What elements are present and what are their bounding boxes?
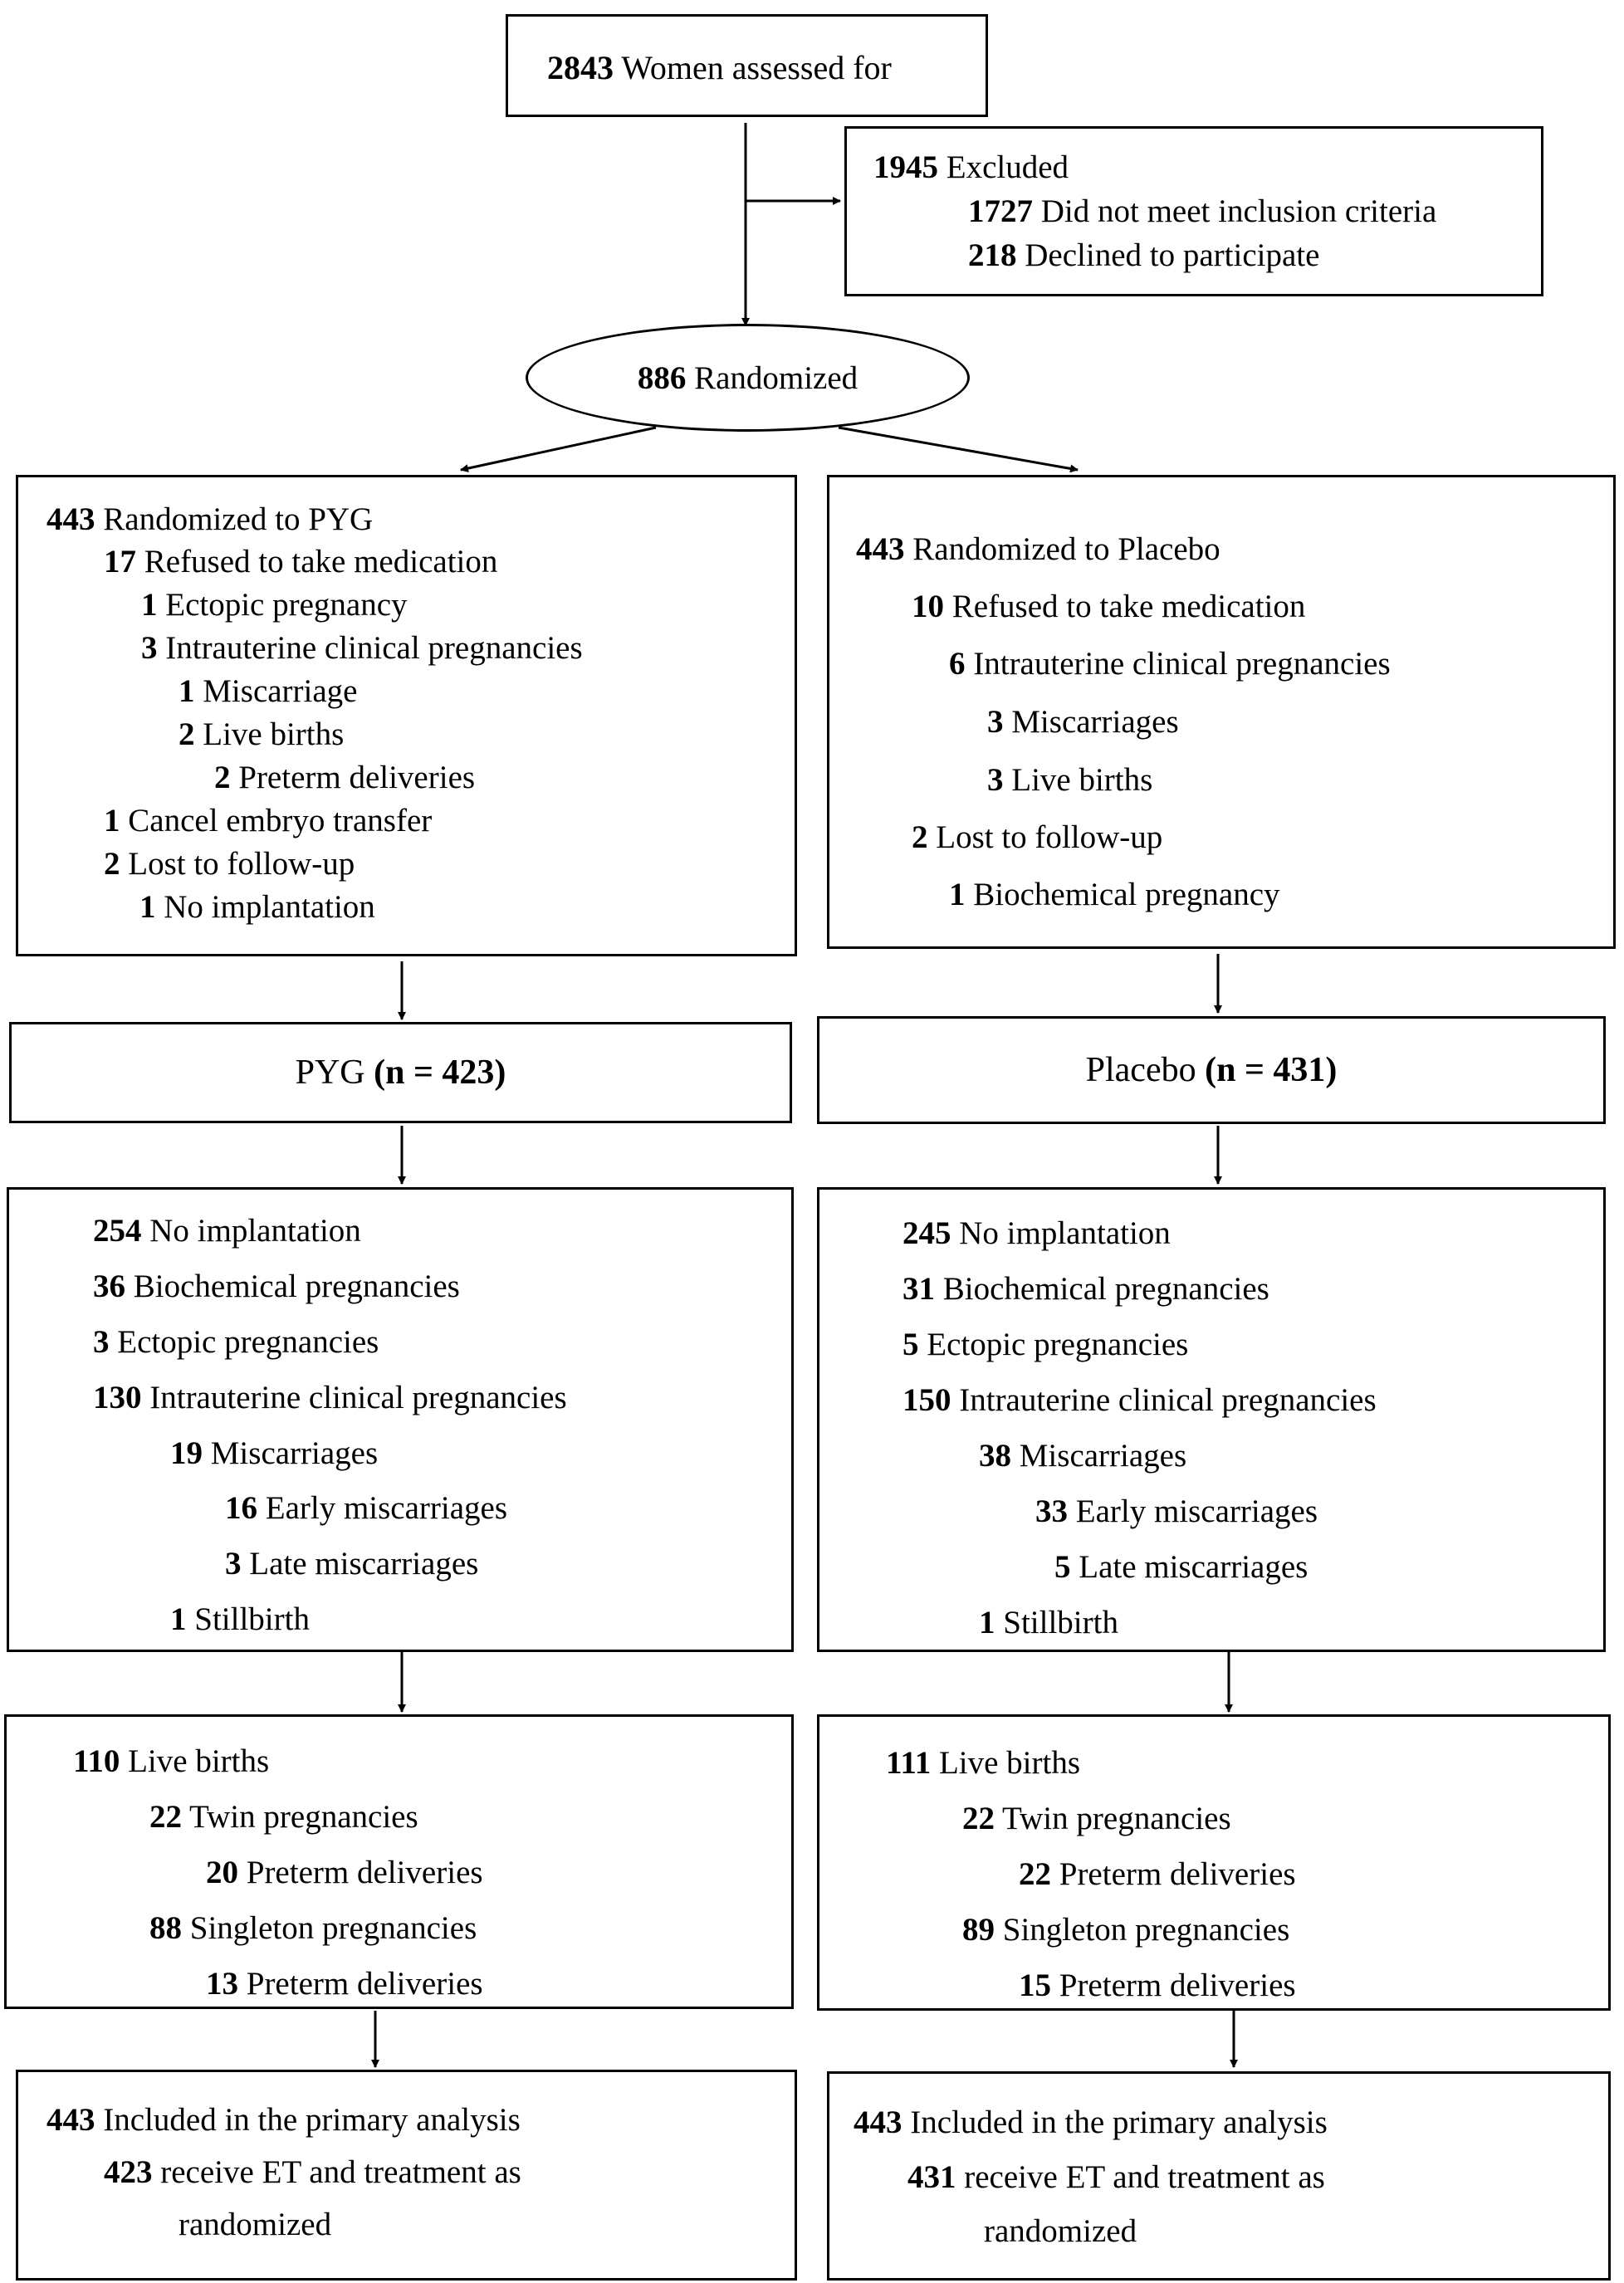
pyg-outcome-line: 36 Biochemical pregnancies [93, 1269, 460, 1304]
pyg-outcome-line: 3 Ectopic pregnancies [93, 1324, 379, 1360]
excluded-item: 1727 Did not meet inclusion criteria [968, 193, 1437, 229]
pyg-analysis-sub-line: 423 receive ET and treatment as [104, 2154, 521, 2190]
placebo-alloc-line: 3 Live births [987, 762, 1153, 798]
pyg-alloc-line: 1 Ectopic pregnancy [141, 587, 408, 623]
pyg-alloc-line: 2 Preterm deliveries [214, 760, 476, 795]
placebo-birth-line: 22 Twin pregnancies [962, 1801, 1231, 1836]
pyg-birth-line: 88 Singleton pregnancies [149, 1910, 477, 1946]
placebo-analysis-sub-line-2: randomized [984, 2213, 1137, 2249]
pyg-births-box: 110 Live births 22 Twin pregnancies 20 P… [4, 1714, 794, 2009]
pyg-analysis-line: 443 Included in the primary analysis [46, 2102, 521, 2138]
pyg-outcome-line: 1 Stillbirth [170, 1601, 310, 1637]
pyg-analysis-box: 443 Included in the primary analysis 423… [16, 2070, 797, 2281]
placebo-outcome-line: 5 Late miscarriages [1054, 1549, 1308, 1585]
pyg-outcome-line: 19 Miscarriages [170, 1435, 379, 1471]
placebo-alloc-line: 443 Randomized to Placebo [856, 531, 1220, 567]
randomized-oval: 886 Randomized [526, 324, 970, 432]
placebo-analysis-box: 443 Included in the primary analysis 431… [827, 2071, 1611, 2281]
pyg-analysis-sub-line-2: randomized [179, 2207, 332, 2242]
pyg-outcome-line: 254 No implantation [93, 1213, 361, 1249]
pyg-alloc-line: 2 Lost to follow-up [104, 846, 355, 882]
placebo-birth-line: 89 Singleton pregnancies [962, 1912, 1290, 1948]
pyg-alloc-line: 1 Cancel embryo transfer [104, 803, 433, 838]
pyg-alloc-line: 443 Randomized to PYG [46, 501, 374, 537]
pyg-outcome-line: 3 Late miscarriages [225, 1546, 479, 1581]
placebo-outcome-line: 245 No implantation [902, 1215, 1171, 1251]
pyg-alloc-line: 17 Refused to take medication [104, 544, 498, 579]
placebo-alloc-line: 1 Biochemical pregnancy [949, 877, 1280, 912]
excluded-item: 218 Declined to participate [968, 237, 1320, 273]
randomized-line: 886 Randomized [637, 359, 858, 396]
pyg-alloc-line: 1 No implantation [139, 889, 375, 925]
arrow-randomized-to-placebo [838, 426, 1079, 473]
pyg-alloc-line: 3 Intrauterine clinical pregnancies [141, 630, 583, 666]
placebo-outcomes-box: 245 No implantation 31 Biochemical pregn… [817, 1187, 1606, 1652]
placebo-group-label: Placebo (n = 431) [1085, 1051, 1338, 1089]
excluded-box: 1945 Excluded 1727 Did not meet inclusio… [844, 126, 1543, 296]
placebo-outcome-line: 31 Biochemical pregnancies [902, 1271, 1269, 1307]
placebo-alloc-line: 6 Intrauterine clinical pregnancies [949, 646, 1391, 682]
placebo-allocation-box: 443 Randomized to Placebo 10 Refused to … [827, 475, 1616, 949]
excluded-line: 1945 Excluded [873, 149, 1069, 185]
pyg-birth-line: 20 Preterm deliveries [206, 1855, 483, 1890]
placebo-birth-line: 22 Preterm deliveries [1019, 1856, 1296, 1892]
placebo-alloc-line: 10 Refused to take medication [912, 589, 1306, 624]
pyg-allocation-box: 443 Randomized to PYG 17 Refused to take… [16, 475, 797, 956]
placebo-alloc-line: 2 Lost to follow-up [912, 819, 1163, 855]
pyg-alloc-line: 1 Miscarriage [179, 673, 358, 709]
pyg-alloc-line: 2 Live births [179, 716, 345, 752]
pyg-birth-line: 22 Twin pregnancies [149, 1799, 418, 1835]
pyg-birth-line: 110 Live births [73, 1743, 270, 1779]
placebo-outcome-line: 33 Early miscarriages [1035, 1493, 1318, 1529]
placebo-births-box: 111 Live births 22 Twin pregnancies 22 P… [817, 1714, 1611, 2011]
assessed-line: 2843 Women assessed for [547, 49, 892, 86]
arrow-randomized-to-pyg [460, 426, 657, 472]
assessed-box: 2843 Women assessed for [506, 14, 988, 117]
pyg-outcome-line: 16 Early miscarriages [225, 1490, 508, 1526]
placebo-group-box: Placebo (n = 431) [817, 1016, 1606, 1124]
placebo-analysis-sub-line: 431 receive ET and treatment as [907, 2159, 1325, 2195]
placebo-birth-line: 15 Preterm deliveries [1019, 1968, 1296, 2003]
placebo-outcome-line: 38 Miscarriages [979, 1438, 1187, 1474]
placebo-outcome-line: 150 Intrauterine clinical pregnancies [902, 1382, 1377, 1418]
pyg-outcomes-box: 254 No implantation 36 Biochemical pregn… [7, 1187, 794, 1652]
placebo-outcome-line: 1 Stillbirth [979, 1605, 1118, 1640]
pyg-group-label: PYG (n = 423) [295, 1054, 506, 1092]
pyg-outcome-line: 130 Intrauterine clinical pregnancies [93, 1380, 567, 1415]
placebo-analysis-line: 443 Included in the primary analysis [854, 2105, 1328, 2140]
placebo-alloc-line: 3 Miscarriages [987, 704, 1179, 740]
pyg-group-box: PYG (n = 423) [9, 1022, 792, 1123]
pyg-birth-line: 13 Preterm deliveries [206, 1966, 483, 2002]
placebo-outcome-line: 5 Ectopic pregnancies [902, 1327, 1189, 1362]
placebo-birth-line: 111 Live births [886, 1745, 1081, 1781]
